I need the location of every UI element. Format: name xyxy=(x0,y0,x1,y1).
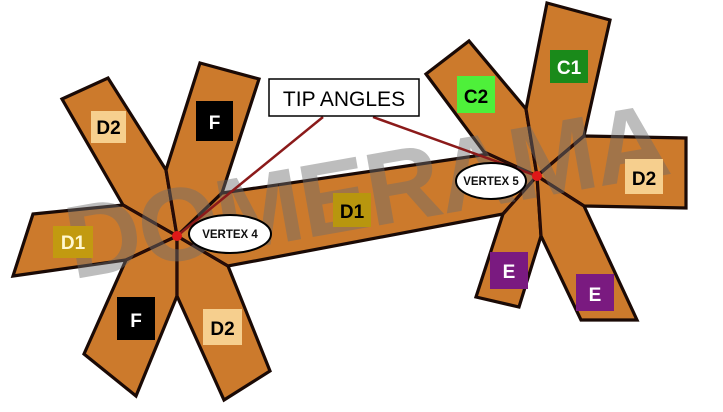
label-v5-top: C1 xyxy=(550,50,588,83)
svg-text:F: F xyxy=(130,311,142,332)
svg-text:D2: D2 xyxy=(632,169,656,190)
tip-angles-label: TIP ANGLES xyxy=(283,88,405,111)
label-v4-left: D1 xyxy=(53,226,93,258)
label-v5-upper-left: C2 xyxy=(457,76,495,113)
seam-lines xyxy=(122,108,585,296)
vertex-4-label: VERTEX 4 xyxy=(202,229,258,241)
svg-text:F: F xyxy=(209,113,221,134)
tip-angles-box: TIP ANGLES xyxy=(268,78,420,117)
panel-labels: D2 F D1 F D2 D1 C2 xyxy=(53,50,663,345)
pointer-line-vertex-4 xyxy=(176,116,324,237)
svg-text:C1: C1 xyxy=(557,58,582,79)
svg-text:E: E xyxy=(503,262,516,283)
label-v4-upper-left: D2 xyxy=(91,111,126,143)
svg-text:D1: D1 xyxy=(61,233,86,254)
svg-text:E: E xyxy=(589,285,602,306)
svg-text:D1: D1 xyxy=(340,202,365,223)
label-v5-lower-right: E xyxy=(576,274,614,311)
label-v5-right: D2 xyxy=(625,159,663,194)
svg-text:C2: C2 xyxy=(464,87,488,108)
label-v4-upper-right: F xyxy=(196,101,233,141)
label-v4-lower-left: F xyxy=(117,297,155,340)
label-strut: D1 xyxy=(333,193,371,227)
vertex-4-marker: VERTEX 4 xyxy=(172,214,272,254)
vertex-5-marker: VERTEX 5 xyxy=(455,162,542,200)
label-v4-lower-right: D2 xyxy=(203,309,242,345)
vertex-5-label: VERTEX 5 xyxy=(463,176,519,188)
svg-text:D2: D2 xyxy=(96,118,120,139)
label-v5-lower-left: E xyxy=(490,252,528,289)
svg-text:D2: D2 xyxy=(210,319,234,340)
